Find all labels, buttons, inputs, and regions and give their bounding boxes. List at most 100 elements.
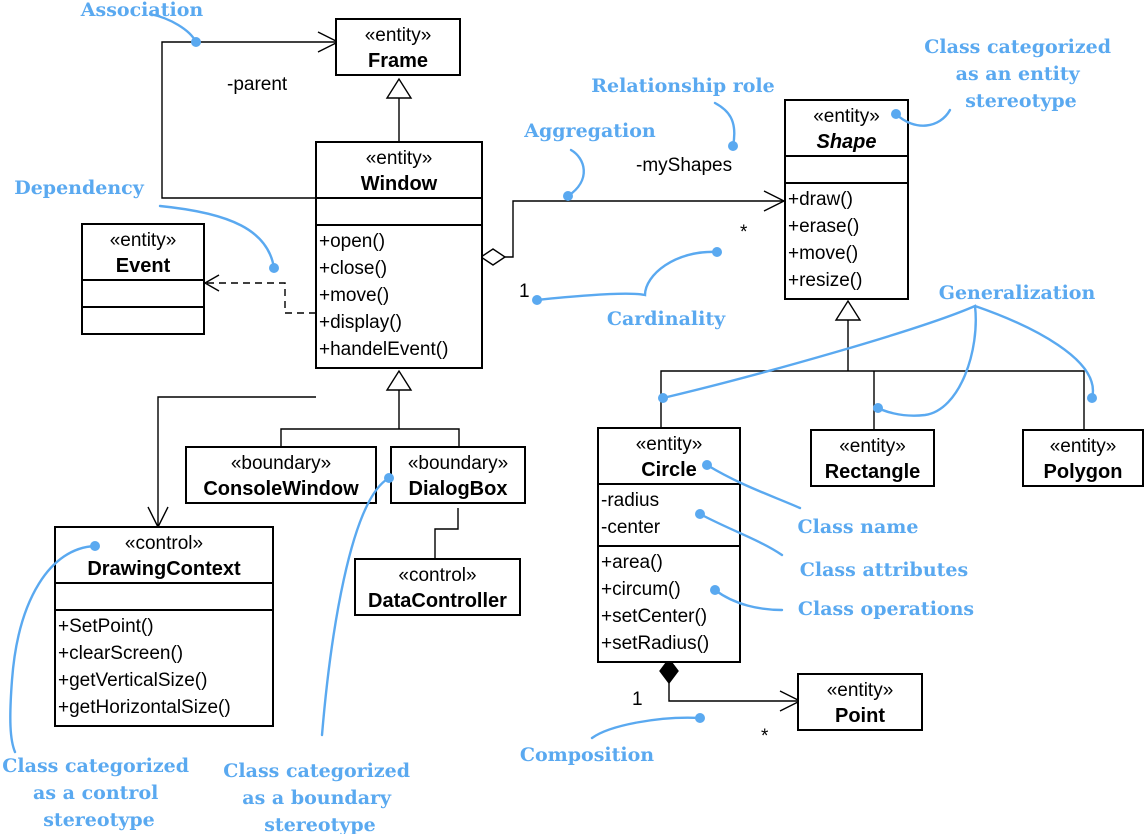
- callout-control-stereotype-dot: [90, 541, 100, 551]
- annotation-callouts: [9, 12, 1097, 754]
- aggregation-diamond: [479, 248, 507, 266]
- annotation-composition-line-1: Composition: [520, 744, 654, 766]
- callout-dependency-line: [158, 204, 276, 270]
- annotation-boundary-stereotype-line-2: as a boundary: [242, 787, 392, 809]
- class-rectangle: «entity»Rectangle: [810, 429, 935, 487]
- association-window-drawingcontext: [157, 396, 316, 527]
- annotation-association-line-1: Association: [80, 0, 204, 21]
- annotation-entity-stereotype-line-1: Class categorized: [924, 36, 1111, 58]
- class-polygon-stereotype: «entity»: [1050, 436, 1117, 457]
- callout-aggregation-line: [566, 148, 585, 198]
- class-point-stereotype: «entity»: [827, 680, 894, 701]
- annotation-aggregation: Aggregation: [523, 120, 656, 142]
- annotation-boundary-stereotype: Class categorized as a boundary stereoty…: [223, 760, 416, 834]
- association-dialogbox-datacontroller: [434, 508, 459, 559]
- generalization-shapes-shape: [660, 320, 1085, 430]
- callout-dependency-dot: [269, 263, 279, 273]
- class-dialogbox-box: [390, 446, 526, 504]
- annotation-dependency-line-1: Dependency: [14, 177, 145, 199]
- annotation-composition: Composition: [520, 744, 654, 766]
- class-dialogbox-name: DialogBox: [409, 478, 508, 500]
- class-event-name: Event: [116, 255, 171, 277]
- annotation-texts: Association Relationship role Class cate…: [2, 0, 1117, 834]
- annotation-association: Association: [80, 0, 204, 21]
- callout-composition-dot: [695, 713, 705, 723]
- class-drawingcontext-operation: +getHorizontalSize(): [58, 697, 231, 718]
- class-boxes: «entity»Frame«entity»Window+open()+close…: [54, 18, 1144, 731]
- class-polygon: «entity»Polygon: [1022, 429, 1144, 487]
- callout-generalization-dot-rectangle: [873, 403, 883, 413]
- annotation-class-attributes: Class attributes: [800, 559, 968, 581]
- class-datacontroller-name: DataController: [368, 590, 507, 612]
- role-myshapes-label: -myShapes: [636, 155, 732, 176]
- association-window-frame: [161, 41, 338, 199]
- aggregation-window-shape: [505, 200, 784, 258]
- composition-diamond: [659, 657, 679, 685]
- class-window: «entity»Window+open()+close()+move()+dis…: [315, 141, 483, 369]
- class-shape-stereotype: «entity»: [813, 106, 880, 127]
- callout-class-operations-line: [713, 588, 784, 612]
- class-frame-name: Frame: [368, 50, 428, 72]
- annotation-generalization-line-1: Generalization: [939, 282, 1096, 304]
- annotation-control-stereotype-line-3: stereotype: [43, 809, 155, 831]
- callout-cardinality-dot-2: [712, 247, 722, 257]
- annotation-entity-stereotype-line-3: stereotype: [965, 90, 1077, 112]
- callout-class-attributes-line: [698, 512, 784, 557]
- multiplicity-shape-label: *: [740, 222, 748, 243]
- class-shape-name: Shape: [816, 131, 876, 153]
- multiplicity-point-label: *: [761, 726, 769, 747]
- class-point: «entity»Point: [797, 673, 923, 731]
- annotation-relationship-role-line-1: Relationship role: [591, 75, 775, 97]
- multiplicity-window-label: 1: [519, 281, 530, 302]
- annotation-cardinality-line-1: Cardinality: [607, 308, 726, 330]
- annotation-entity-stereotype: Class categorized as an entity stereotyp…: [924, 36, 1117, 112]
- class-consolewindow-box: [185, 446, 377, 504]
- callout-generalization-line: [661, 304, 1095, 417]
- callout-relationship-role-line: [713, 101, 736, 148]
- class-circle-name: Circle: [641, 459, 697, 481]
- callout-cardinality-dot-1: [532, 295, 542, 305]
- composition-circle-point: [668, 683, 800, 702]
- annotation-control-stereotype-line-1: Class categorized: [2, 755, 189, 777]
- annotation-cardinality: Cardinality: [607, 308, 726, 330]
- annotation-dependency: Dependency: [14, 177, 145, 199]
- annotation-class-name: Class name: [798, 516, 919, 538]
- class-circle-operation: +setRadius(): [601, 633, 709, 654]
- class-circle-operation: +area(): [601, 552, 663, 573]
- class-window-operation: +close(): [319, 258, 387, 279]
- class-circle: «entity»Circle-radius-center+area()+circ…: [597, 427, 741, 663]
- callout-class-attributes-dot: [695, 509, 705, 519]
- class-event: «entity» Event: [81, 223, 205, 335]
- annotation-class-name-line-1: Class name: [798, 516, 919, 538]
- class-drawingcontext-box: [54, 526, 274, 727]
- annotation-boundary-stereotype-line-1: Class categorized: [223, 760, 410, 782]
- callout-generalization-dot-circle: [658, 393, 668, 403]
- class-window-stereotype: «entity»: [366, 148, 433, 169]
- callout-cardinality-line: [535, 250, 719, 302]
- callout-composition-line: [590, 716, 702, 740]
- relationship-labels: -parent -myShapes 1 * 1 *: [227, 74, 769, 747]
- annotation-control-stereotype-line-2: as a control: [33, 782, 158, 804]
- relationship-lines: [147, 31, 1085, 712]
- class-window-box: [315, 141, 483, 369]
- generalization-triangle-window: [385, 369, 413, 391]
- class-window-operation: +display(): [319, 312, 402, 333]
- class-shape-box: [784, 99, 909, 300]
- class-rectangle-name: Rectangle: [825, 461, 921, 483]
- class-shape-operation: +resize(): [788, 270, 862, 291]
- annotation-class-operations: Class operations: [798, 598, 974, 620]
- annotation-relationship-role: Relationship role: [591, 75, 775, 97]
- class-frame-stereotype: «entity»: [365, 25, 432, 46]
- callout-relationship-role-dot: [728, 141, 738, 151]
- class-dialogbox-stereotype: «boundary»: [408, 453, 508, 474]
- class-shape: «entity»Shape+draw()+erase()+move()+resi…: [784, 99, 909, 300]
- annotation-class-attributes-line-1: Class attributes: [800, 559, 968, 581]
- callout-generalization-dot-polygon: [1087, 393, 1097, 403]
- class-window-operation: +open(): [319, 231, 385, 252]
- callout-class-name-dot: [702, 460, 712, 470]
- class-event-stereotype: «entity»: [110, 230, 177, 251]
- callout-boundary-stereotype-line: [320, 476, 391, 737]
- annotation-boundary-stereotype-line-3: stereotype: [264, 814, 376, 834]
